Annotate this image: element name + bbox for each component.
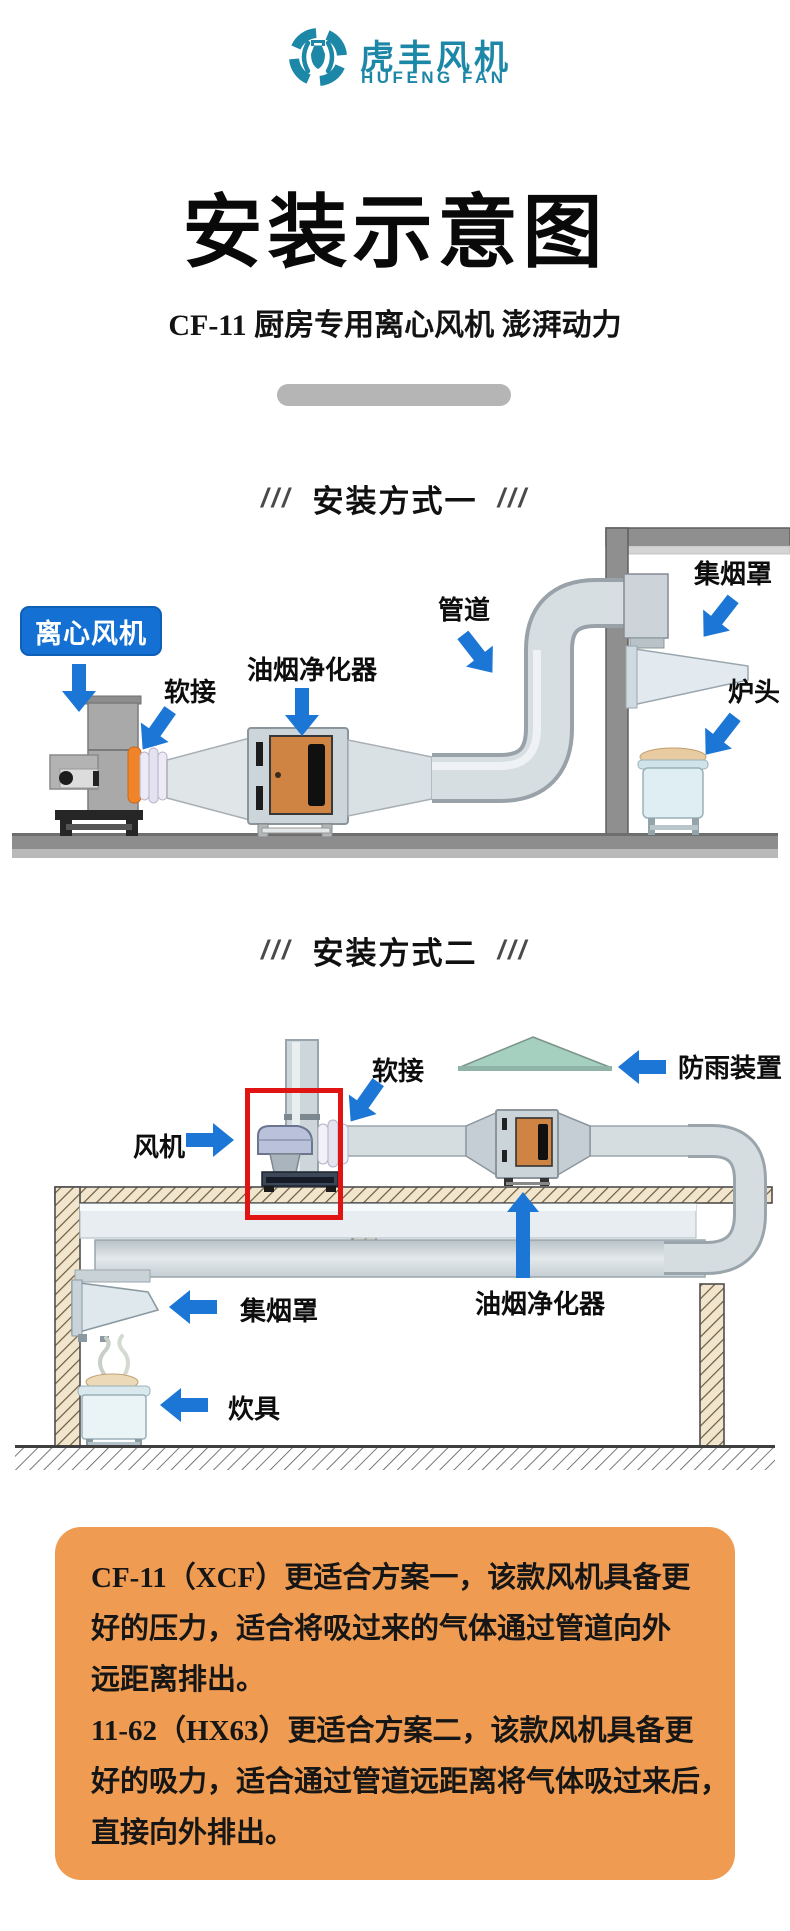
label-smoke-hood-1: 集烟罩 — [694, 559, 773, 589]
section-heading-method1: /// 安装方式一 /// — [0, 476, 790, 521]
note-line: 11-62（HX63）更适合方案二，该款风机具备更 — [91, 1715, 694, 1747]
divider-pill — [277, 384, 511, 406]
rooftop-duct — [345, 1124, 767, 1275]
arrow-left-icon — [618, 1048, 668, 1086]
label-soft-joint-1: 软接 — [164, 677, 217, 707]
exhaust-pipe — [432, 578, 642, 803]
arrow-left-icon — [160, 1386, 210, 1424]
arrow-down-left-icon — [335, 1070, 395, 1133]
oil-fume-purifier-2 — [465, 1109, 591, 1186]
brand-name-cn: 虎丰风机 — [360, 39, 512, 77]
note-line: CF-11（XCF）更适合方案一，该款风机具备更 — [91, 1562, 691, 1594]
roof-fan-unit — [257, 1125, 339, 1192]
arrow-down-left-icon — [689, 586, 750, 649]
arrow-down-right-icon — [447, 622, 508, 685]
label-fan-2: 风机 — [133, 1132, 186, 1162]
slashes-right: /// — [497, 483, 530, 513]
ground-2 — [15, 1445, 775, 1470]
label-soft-joint-2: 软接 — [372, 1056, 425, 1086]
arrow-down-icon — [283, 686, 321, 736]
note-line: 直接向外排出。 — [91, 1817, 295, 1849]
label-cooker: 炊具 — [228, 1394, 281, 1424]
label-centrifugal-fan: 离心风机 — [20, 606, 162, 656]
stove-pot — [637, 747, 709, 835]
arrow-right-icon — [184, 1121, 234, 1159]
rain-guard — [457, 1036, 613, 1071]
page-title: 安装示意图 — [182, 188, 608, 277]
note-line: 好的压力，适合将吸过来的气体通过管道向外 — [91, 1613, 672, 1645]
slashes-right: /// — [497, 935, 530, 965]
smoke-hood — [623, 573, 749, 709]
arrow-down-left-icon — [691, 704, 752, 767]
arrow-left-icon — [169, 1288, 219, 1326]
brand-logo-icon — [288, 23, 348, 92]
label-rain-guard: 防雨装置 — [678, 1053, 783, 1083]
page-subtitle: CF-11 厨房专用离心风机 澎湃动力 — [168, 309, 622, 342]
section-heading-method2: /// 安装方式二 /// — [0, 928, 790, 973]
fan-highlight-red-box — [245, 1088, 343, 1220]
label-smoke-hood-2: 集烟罩 — [240, 1296, 319, 1326]
note-line: 好的吸力，适合通过管道远距离将气体吸过来后， — [91, 1766, 730, 1798]
note-line: 远距离排出。 — [91, 1664, 266, 1696]
arrow-up-icon — [506, 1190, 540, 1280]
label-pipe: 管道 — [438, 595, 491, 625]
ground — [12, 833, 778, 858]
section-title-method2: 安装方式二 — [312, 936, 478, 971]
diagram-method1-scene — [12, 527, 790, 858]
arrow-down-left-icon — [127, 698, 187, 761]
note-box: CF-11（XCF）更适合方案一，该款风机具备更 好的压力，适合将吸过来的气体通… — [55, 1527, 735, 1880]
brand-name-en: HUFENG FAN — [361, 68, 507, 87]
interior-duct — [74, 1239, 706, 1283]
section-title-method1: 安装方式一 — [312, 484, 478, 519]
smoke-hood-2 — [71, 1279, 160, 1342]
arrow-down-icon — [60, 662, 98, 712]
label-stove: 炉头 — [728, 677, 781, 707]
outlet-cone — [347, 739, 433, 817]
inlet-cone — [166, 737, 251, 821]
label-purifier-2: 油烟净化器 — [475, 1289, 606, 1319]
oil-fume-purifier — [247, 727, 349, 838]
slashes-left: /// — [260, 935, 293, 965]
cooker — [77, 1334, 151, 1449]
slashes-left: /// — [260, 483, 293, 513]
ceiling-plenum — [79, 1203, 697, 1239]
label-purifier-1: 油烟净化器 — [247, 655, 378, 685]
soft-joint-bellows — [127, 746, 168, 804]
diagram-method2-scene — [15, 1036, 775, 1470]
